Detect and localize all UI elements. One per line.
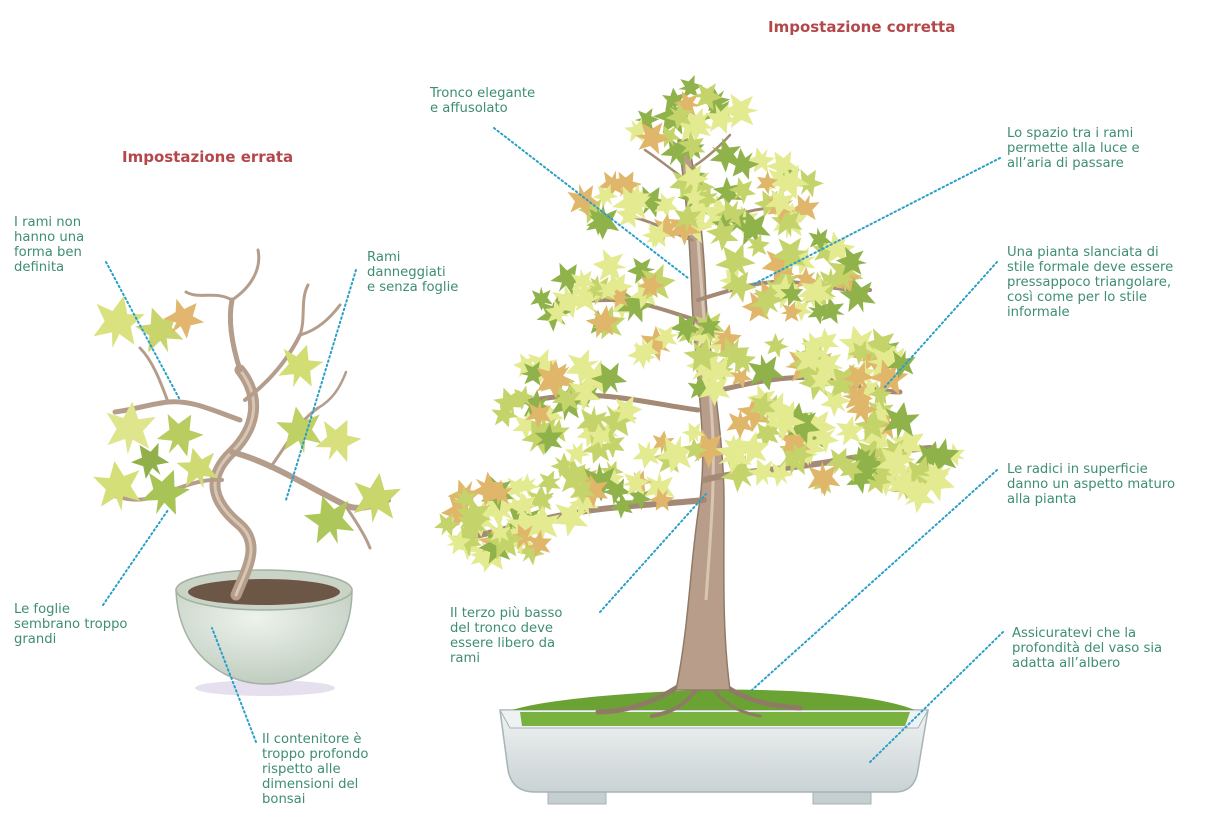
note-surface-roots: Le radici in superficie danno un aspetto… xyxy=(1007,462,1175,507)
note-lower-third: Il terzo più basso del tronco deve esser… xyxy=(450,606,562,666)
deep-bowl-pot xyxy=(176,570,352,684)
wrong-bonsai-leaves xyxy=(88,291,402,551)
correct-bonsai xyxy=(431,74,969,804)
note-leaves-too-big: Le foglie sembrano troppo grandi xyxy=(14,602,128,647)
note-branches-shape: I rami non hanno una forma ben definita xyxy=(14,215,84,275)
note-trunk: Tronco elegante e affusolato xyxy=(430,86,535,116)
wrong-setup-heading: Impostazione errata xyxy=(122,148,293,166)
leader-triangular-shape xyxy=(884,262,997,388)
note-pot-too-deep: Il contenitore è troppo profondo rispett… xyxy=(262,732,368,807)
note-triangular-shape: Una pianta slanciata di stile formale de… xyxy=(1007,245,1173,320)
note-damaged-branches: Rami danneggiati e senza foglie xyxy=(367,250,458,295)
shallow-tray-pot xyxy=(500,690,928,804)
leader-leaves-too-big xyxy=(103,510,168,605)
note-pot-depth: Assicuratevi che la profondità del vaso … xyxy=(1012,626,1162,671)
note-branch-spacing: Lo spazio tra i rami permette alla luce … xyxy=(1007,126,1140,171)
correct-setup-heading: Impostazione corretta xyxy=(768,18,955,36)
leader-damaged-branches xyxy=(286,270,356,500)
leader-surface-roots xyxy=(752,470,997,690)
